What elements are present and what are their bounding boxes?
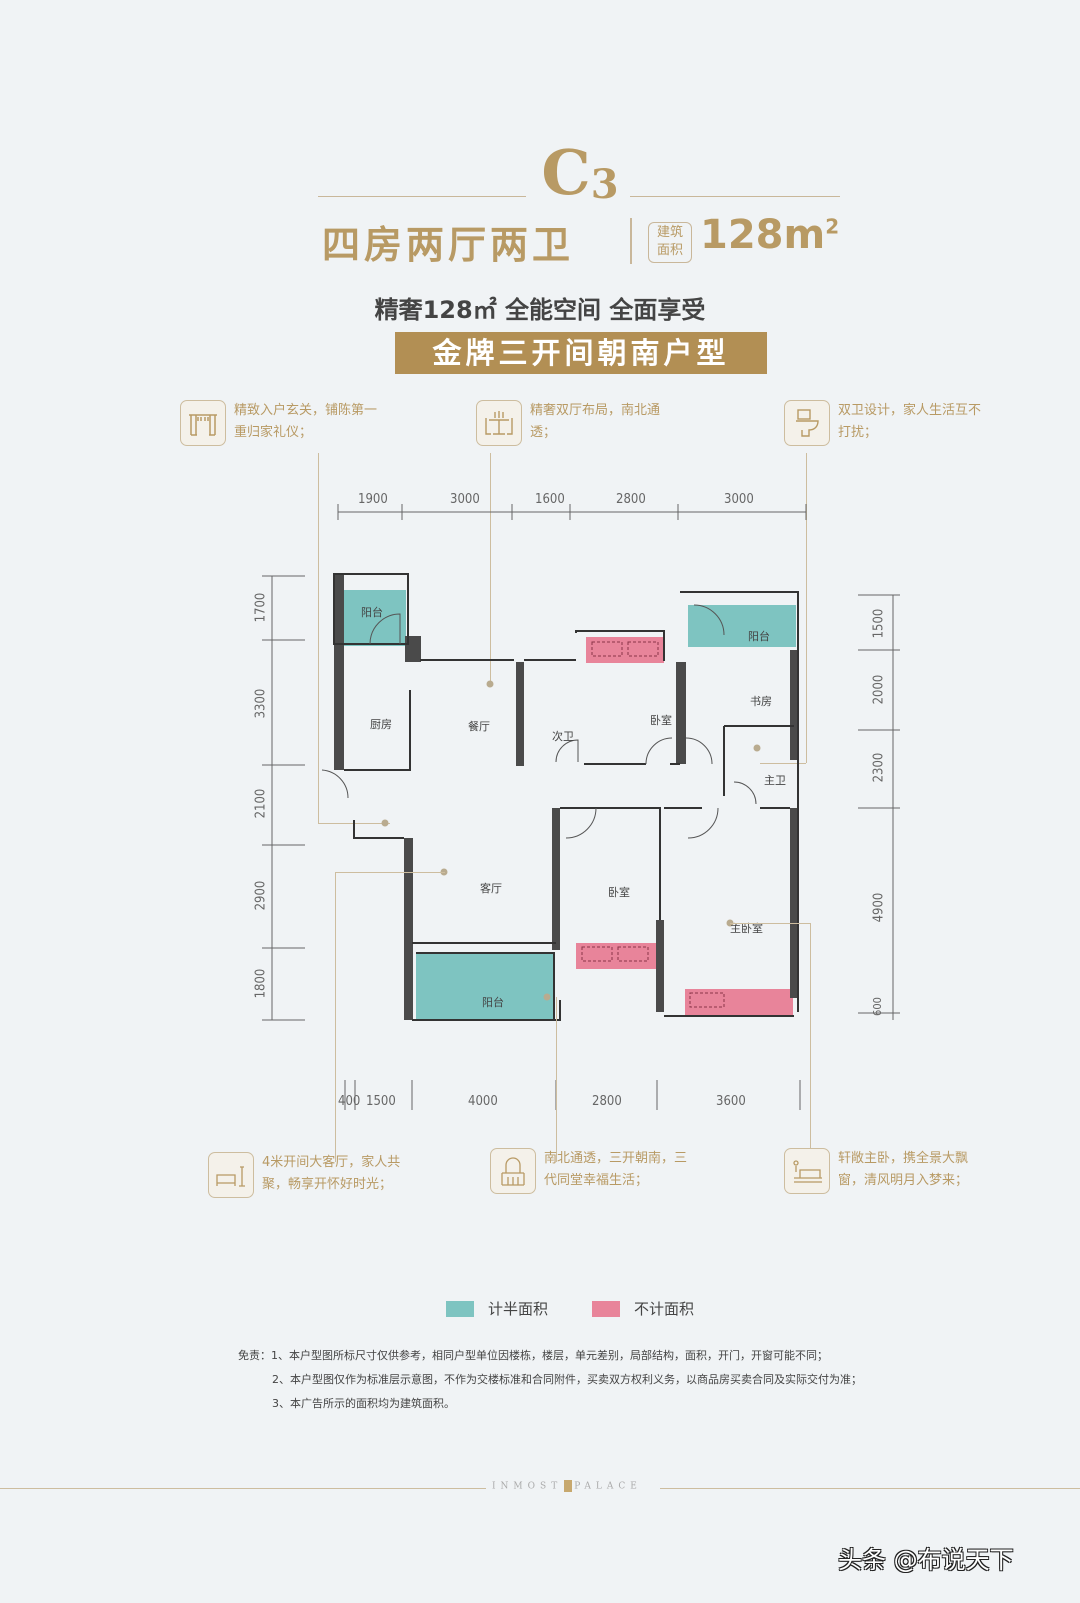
area-value: 128m2 xyxy=(700,212,840,258)
legend-swatch-no-area xyxy=(592,1300,621,1317)
room-balcony-nw: 阳台 xyxy=(361,606,383,619)
dim-right-4: 4900 xyxy=(871,892,887,923)
header-rule-right xyxy=(630,196,840,197)
dim-left-4: 2900 xyxy=(253,880,269,911)
dining-table-icon xyxy=(476,400,522,446)
dim-right-3: 2300 xyxy=(871,752,887,783)
dim-right-2: 2000 xyxy=(871,674,887,705)
unit-code: C3 xyxy=(541,136,619,209)
leader-living-h xyxy=(335,872,445,873)
dim-top-2: 3000 xyxy=(450,492,480,507)
legend-label-no-area: 不计面积 xyxy=(634,1300,695,1318)
leader-dining xyxy=(490,453,491,683)
dim-left-3: 2100 xyxy=(253,788,269,819)
disclaimer: 免责：1、本户型图所标尺寸仅供参考，相同户型单位因楼栋，楼层，单元差别，局部结构… xyxy=(238,1349,862,1410)
room-second-bath: 次卫 xyxy=(552,730,574,743)
leader-bath xyxy=(806,453,807,763)
entrance-gate-icon xyxy=(180,400,226,446)
dim-bottom-5: 3600 xyxy=(716,1094,746,1109)
leader-master xyxy=(810,923,811,1151)
footer-rule-right xyxy=(660,1488,1080,1489)
dim-bottom-3: 4000 xyxy=(468,1094,498,1109)
room-study: 书房 xyxy=(750,695,772,708)
leader-master-h xyxy=(730,923,810,924)
room-dining: 餐厅 xyxy=(468,720,490,733)
arched-window-icon xyxy=(490,1148,536,1194)
feature-bath: 双卫设计，家人生活互不打扰； xyxy=(784,400,988,446)
leader-living xyxy=(335,872,336,1162)
title-separator xyxy=(630,218,632,264)
room-living: 客厅 xyxy=(480,882,502,895)
dim-left-1: 1700 xyxy=(253,592,269,623)
room-kitchen: 厨房 xyxy=(370,718,392,731)
room-master-bath: 主卫 xyxy=(764,774,786,787)
dim-right-5: 600 xyxy=(870,997,884,1016)
header-rule-left xyxy=(318,196,526,197)
area-badge: 建筑 面积 xyxy=(648,222,692,263)
room-master-bedroom: 主卧室 xyxy=(730,922,763,935)
toilet-icon xyxy=(784,400,830,446)
slogan: 精奢128㎡ 全能空间 全面享受 xyxy=(374,296,706,324)
dim-top-4: 2800 xyxy=(616,492,646,507)
bed-icon xyxy=(784,1148,830,1194)
footer-rule-left xyxy=(0,1488,486,1489)
leader-bath-h xyxy=(760,763,806,764)
dim-bottom-1: 400 xyxy=(338,1094,361,1109)
dim-bottom-4: 2800 xyxy=(592,1094,622,1109)
legend-label-half-area: 计半面积 xyxy=(488,1300,549,1318)
feature-master: 轩敞主卧，携全景大飘窗，清风明月入梦来； xyxy=(784,1148,988,1194)
room-bedroom-north: 卧室 xyxy=(650,714,672,727)
room-balcony-ne: 阳台 xyxy=(748,630,770,643)
floor-plan xyxy=(262,504,900,1110)
feature-living: 4米开间大客厅，家人共聚，畅享开怀好时光； xyxy=(208,1152,412,1198)
watermark: 头条 @布说天下 xyxy=(838,1546,1014,1574)
leader-balcony xyxy=(556,997,557,1162)
brand-mark-icon xyxy=(564,1480,573,1492)
dim-left-2: 3300 xyxy=(253,688,269,719)
dim-bottom-2: 1500 xyxy=(366,1094,396,1109)
dim-left-5: 1800 xyxy=(253,968,269,999)
dim-top-5: 3000 xyxy=(724,492,754,507)
banner: 金牌三开间朝南户型 xyxy=(395,332,767,374)
room-balcony-south: 阳台 xyxy=(482,996,504,1009)
dim-top-3: 1600 xyxy=(535,492,565,507)
unit-type-title: 四房两厅两卫 xyxy=(322,223,575,267)
feature-dining: 精奢双厅布局，南北通透； xyxy=(476,400,680,446)
dim-right-1: 1500 xyxy=(871,608,887,639)
leader-entrance xyxy=(318,453,319,823)
legend-swatch-half-area xyxy=(446,1300,474,1317)
feature-south-facing: 南北通透，三开朝南，三代同堂幸福生活； xyxy=(490,1148,694,1194)
dim-top-1: 1900 xyxy=(358,492,388,507)
room-bedroom-south: 卧室 xyxy=(608,886,630,899)
feature-entrance: 精致入户玄关，铺陈第一重归家礼仪； xyxy=(180,400,384,446)
legend: 计半面积 不计面积 xyxy=(446,1298,694,1319)
sofa-lamp-icon xyxy=(208,1152,254,1198)
